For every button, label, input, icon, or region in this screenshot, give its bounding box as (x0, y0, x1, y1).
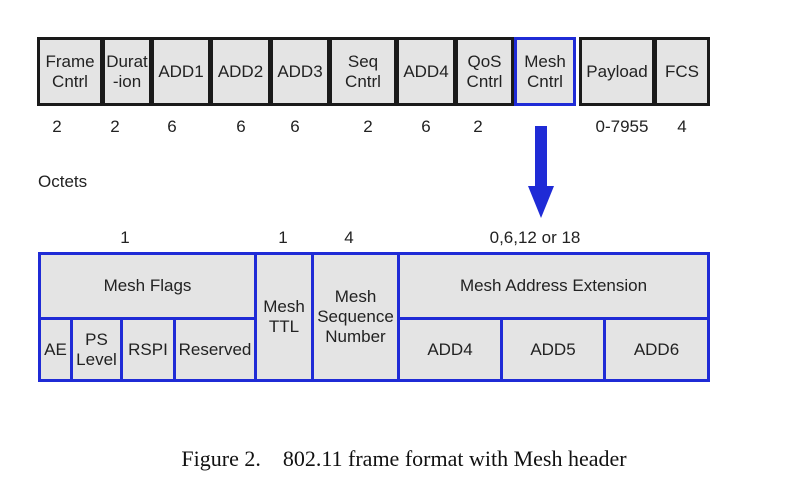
field-add4: ADD4 (396, 37, 456, 106)
octets-fcs: 4 (677, 117, 687, 136)
size-mesh-flags: 1 (120, 228, 130, 247)
figure-caption: Figure 2. 802.11 frame format with Mesh … (181, 446, 627, 471)
flag-ae: AE (38, 317, 73, 382)
ext-add4: ADD4 (397, 317, 503, 382)
field-add1: ADD1 (151, 37, 211, 106)
octets-add2: 6 (236, 117, 246, 136)
field-frame-control: Frame Cntrl (37, 37, 103, 106)
mesh-sequence-number: Mesh Sequence Number (311, 252, 400, 382)
octets-add4: 6 (421, 117, 431, 136)
octets-qos-control: 2 (473, 117, 483, 136)
field-qos-control: QoS Cntrl (455, 37, 514, 106)
octets-label: Octets (38, 172, 88, 191)
field-duration: Durat -ion (102, 37, 152, 106)
flag-ps-level: PS Level (70, 317, 123, 382)
field-mesh-control: Mesh Cntrl (514, 37, 576, 106)
octets-seq-control: 2 (363, 117, 373, 136)
mesh-flags: Mesh Flags (38, 252, 257, 320)
size-mesh-ext: 0,6,12 or 18 (489, 228, 581, 247)
octets-frame-control: 2 (52, 117, 62, 136)
flag-rspi: RSPI (120, 317, 176, 382)
ext-add5: ADD5 (500, 317, 606, 382)
mesh-address-extension: Mesh Address Extension (397, 252, 710, 320)
field-fcs: FCS (654, 37, 710, 106)
field-add3: ADD3 (270, 37, 330, 106)
octets-payload: 0-7955 (595, 117, 649, 136)
flag-reserved: Reserved (173, 317, 257, 382)
octets-duration: 2 (110, 117, 120, 136)
size-mesh-seq: 4 (344, 228, 354, 247)
field-seq-control: Seq Cntrl (329, 37, 397, 106)
size-mesh-ttl: 1 (278, 228, 288, 247)
octets-add1: 6 (167, 117, 177, 136)
ext-add6: ADD6 (603, 317, 710, 382)
field-payload: Payload (579, 37, 655, 106)
octets-add3: 6 (290, 117, 300, 136)
field-add2: ADD2 (210, 37, 271, 106)
mesh-ttl: Mesh TTL (254, 252, 314, 382)
expand-arrow-icon (528, 126, 554, 218)
